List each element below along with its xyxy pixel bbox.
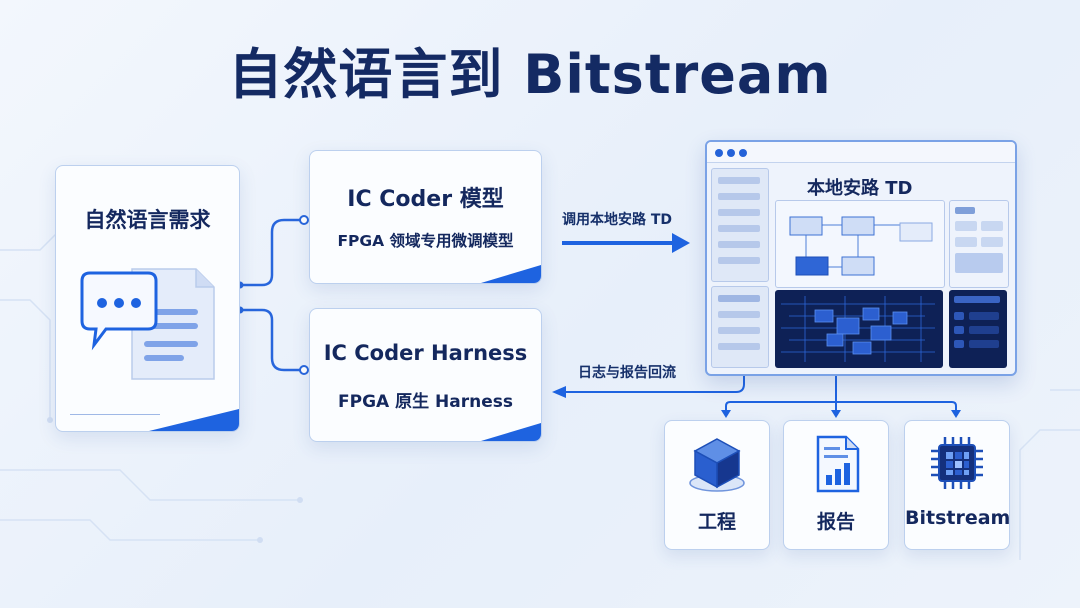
harness-title: IC Coder Harness [323,341,528,365]
call-td-label: 调用本地安路 TD [562,212,673,228]
window-dot [727,149,735,157]
requirement-card: 自然语言需求 [55,165,240,432]
harness-subtitle: FPGA 原生 Harness [338,392,513,412]
output-label-bitstream: Bitstream [905,507,1011,529]
window-titlebar [707,142,1015,163]
left-sidebar-panel [711,168,769,282]
anlu-td-window: 本地安路 TD [705,140,1017,376]
project-cube-icon [689,438,745,492]
window-dot [739,149,747,157]
ic-coder-model-card: IC Coder 模型 FPGA 领域专用微调模型 [309,150,542,284]
routing-view-panel [775,290,943,368]
dark-side-panel [949,290,1007,368]
card-corner-accent [481,265,541,283]
block-diagram [789,216,933,276]
report-document-icon [816,435,860,493]
output-label-project: 工程 [697,511,736,533]
ic-coder-harness-card: IC Coder Harness FPGA 原生 Harness [309,308,542,442]
properties-panel [949,200,1009,288]
td-window-title: 本地安路 TD [807,178,913,199]
feedback-label: 日志与报告回流 [578,365,676,381]
routing-graphic [781,296,935,362]
card-divider [70,414,160,415]
card-corner-accent [149,409,239,431]
output-card-project: 工程 [664,420,770,550]
model-subtitle: FPGA 领域专用微调模型 [337,232,514,250]
output-card-bitstream: Bitstream [904,420,1010,550]
chat-document-icon [80,268,215,380]
chip-icon [931,437,983,489]
page-title: 自然语言到 Bitstream [228,43,832,106]
requirement-label: 自然语言需求 [84,208,211,232]
window-dot [715,149,723,157]
output-label-report: 报告 [816,511,855,533]
block-diagram-panel [775,200,945,288]
card-corner-accent [481,423,541,441]
output-card-report: 报告 [783,420,889,550]
model-title: IC Coder 模型 [347,187,504,212]
left-lower-panel [711,286,769,368]
